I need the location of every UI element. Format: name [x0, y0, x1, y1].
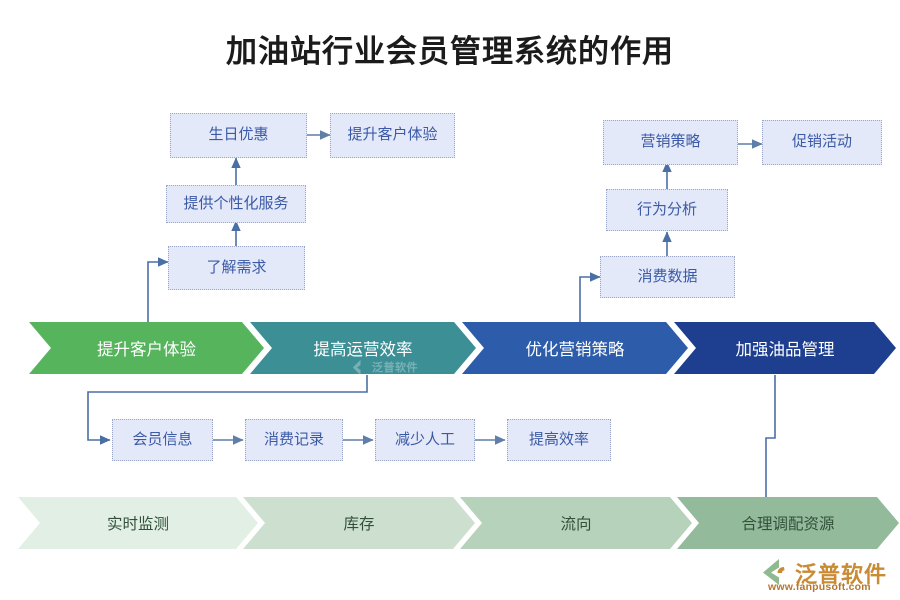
node-birthday-offer[interactable]: 生日优惠 — [170, 113, 307, 158]
bottom-chevron-flow-direction[interactable]: 流向 — [460, 497, 692, 549]
stage-chevron-improve-operational-efficiency[interactable]: 提高运营效率 — [250, 322, 476, 374]
node-marketing-strategy[interactable]: 营销策略 — [603, 120, 738, 165]
brand-logo: 泛普软件 www.fanpusoft.com — [762, 558, 892, 596]
bottom-stage-label: 实时监测 — [106, 516, 169, 533]
node-personalized-service[interactable]: 提供个性化服务 — [166, 185, 306, 223]
bottom-chevron-inventory[interactable]: 库存 — [243, 497, 475, 549]
stage-chevron-optimize-marketing-strategy[interactable]: 优化营销策略 — [462, 322, 688, 374]
node-improve-efficiency[interactable]: 提高效率 — [507, 419, 611, 461]
node-reduce-manual-labor[interactable]: 减少人工 — [375, 419, 475, 461]
node-behavior-analysis[interactable]: 行为分析 — [606, 189, 728, 231]
bottom-stage-label: 合理调配资源 — [741, 516, 835, 533]
stage-label: 提高运营效率 — [313, 341, 413, 359]
stage-label: 提升客户体验 — [97, 341, 196, 359]
stage-label: 加强油品管理 — [735, 341, 835, 359]
bottom-stage-label: 流向 — [560, 516, 592, 533]
node-member-info[interactable]: 会员信息 — [112, 419, 213, 461]
bottom-stage-label: 库存 — [343, 516, 375, 533]
bottom-chevron-resource-allocation[interactable]: 合理调配资源 — [677, 497, 899, 549]
node-improve-customer-experience[interactable]: 提升客户体验 — [330, 113, 455, 158]
node-promotion-activity[interactable]: 促销活动 — [762, 120, 882, 165]
node-consumption-data[interactable]: 消费数据 — [600, 256, 735, 298]
logo-name: 泛普软件 — [795, 562, 888, 587]
stage-chevron-strengthen-oil-management[interactable]: 加强油品管理 — [674, 322, 896, 374]
fanpu-logo-icon — [763, 559, 785, 585]
page-title: 加油站行业会员管理系统的作用 — [226, 34, 674, 69]
stage-chevron-improve-customer-experience[interactable]: 提升客户体验 — [29, 322, 264, 374]
bottom-chevron-real-time-monitoring[interactable]: 实时监测 — [18, 497, 258, 549]
logo-url: www.fanpusoft.com — [768, 581, 871, 593]
stage-label: 优化营销策略 — [525, 341, 625, 359]
node-understand-needs[interactable]: 了解需求 — [168, 246, 305, 290]
node-consumption-record[interactable]: 消费记录 — [245, 419, 343, 461]
